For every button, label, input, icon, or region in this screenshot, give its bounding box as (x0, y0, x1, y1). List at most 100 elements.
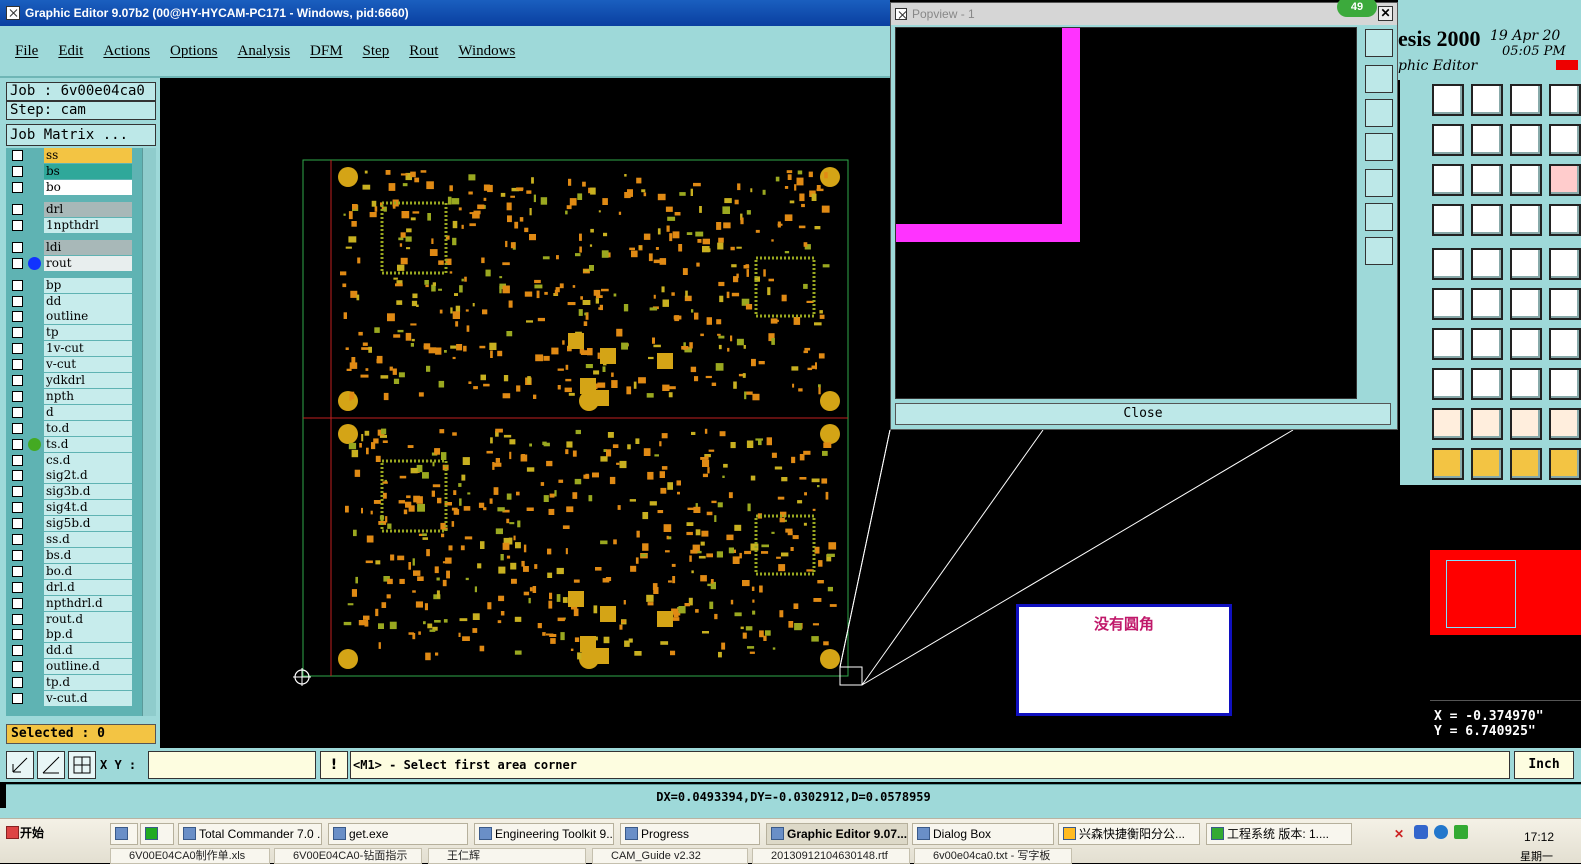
layer-checkbox[interactable] (12, 486, 23, 498)
tool-triangle-a-icon[interactable] (1432, 408, 1464, 440)
clock-time[interactable]: 17:12 (1524, 830, 1555, 844)
layer-row-npth[interactable]: npth (6, 388, 142, 404)
layer-checkbox[interactable] (12, 438, 23, 450)
job-matrix-button[interactable]: Job Matrix ... (6, 124, 156, 146)
layer-checkbox[interactable] (12, 311, 23, 323)
layer-row-drl.d[interactable]: drl.d (6, 579, 142, 595)
tool-pan-icon[interactable] (1471, 164, 1503, 196)
start-button[interactable]: 开始 (2, 823, 50, 845)
layer-row-sig4t.d[interactable]: sig4t.d (6, 500, 142, 516)
tray-bluetooth-icon[interactable] (1434, 825, 1448, 839)
tool-spare6-icon[interactable] (1549, 288, 1581, 320)
layer-checkbox[interactable] (12, 470, 23, 482)
layer-checkbox[interactable] (12, 534, 23, 545)
tool-node-icon[interactable] (1432, 288, 1464, 320)
tool-home-icon[interactable] (1510, 84, 1542, 116)
tool-dash-icon[interactable] (1471, 368, 1503, 400)
layer-checkbox[interactable] (12, 406, 23, 418)
tool-undo-icon[interactable] (1510, 124, 1542, 156)
layer-row-bo[interactable]: bo (6, 180, 142, 195)
menu-analysis[interactable]: Analysis (237, 42, 291, 59)
layer-checkbox[interactable] (12, 549, 23, 561)
tool-dimension-icon[interactable] (1510, 368, 1542, 400)
zoom-area-icon[interactable] (6, 751, 34, 779)
layer-checkbox[interactable] (12, 279, 23, 291)
layer-checkbox[interactable] (12, 629, 23, 641)
tool-line-icon[interactable] (1471, 248, 1503, 280)
tool-scale-icon[interactable] (1510, 164, 1542, 196)
layer-checkbox[interactable] (12, 359, 23, 371)
task-get-exe[interactable]: get.exe (328, 823, 468, 845)
layer-checkbox[interactable] (12, 241, 23, 253)
tool-spare5-icon[interactable] (1549, 248, 1581, 280)
popview-zoom-in-icon[interactable] (1365, 203, 1393, 231)
layer-row-sig3b.d[interactable]: sig3b.d (6, 484, 142, 500)
tool-select-icon[interactable] (1432, 248, 1464, 280)
layer-checkbox[interactable] (12, 390, 23, 402)
layer-row-npthdrl.d[interactable]: npthdrl.d (6, 595, 142, 611)
layer-checkbox[interactable] (12, 613, 23, 625)
task-total-commander[interactable]: Total Commander 7.0 ... (178, 823, 322, 845)
tray-network-icon[interactable] (1414, 825, 1428, 839)
tool-pad-icon[interactable] (1432, 368, 1464, 400)
layer-row-rout[interactable]: rout (6, 255, 142, 271)
task-row2-2[interactable]: 6V00E04CA0-钻面指示 (274, 848, 422, 864)
menu-options[interactable]: Options (170, 42, 218, 59)
layer-checkbox[interactable] (12, 502, 23, 514)
popview-zoom-home-icon[interactable] (1365, 29, 1393, 57)
tray-x-icon[interactable]: ✕ (1394, 827, 1405, 841)
layer-row-tp[interactable]: tp (6, 325, 142, 341)
layer-checkbox[interactable] (12, 422, 23, 434)
tool-curve-icon[interactable] (1510, 328, 1542, 360)
tool-spare2-icon[interactable] (1549, 124, 1581, 156)
layer-row-ts.d[interactable]: ts.d (6, 436, 142, 452)
task-row2-5[interactable]: 20130912104630148.rtf (752, 848, 910, 864)
quicklaunch-icon-2[interactable] (140, 823, 174, 845)
popview-close-button[interactable]: Close (895, 403, 1391, 425)
tool-layer-down-icon[interactable] (1471, 84, 1503, 116)
layer-row-1v-cut[interactable]: 1v-cut (6, 341, 142, 357)
layer-checkbox[interactable] (12, 375, 23, 386)
layer-checkbox[interactable] (12, 166, 23, 177)
tool-arrow-a-icon[interactable] (1432, 448, 1464, 480)
graphic-canvas[interactable] (160, 78, 890, 748)
layer-row-v-cut.d[interactable]: v-cut.d (6, 691, 142, 706)
layer-row-cs.d[interactable]: cs.d (6, 452, 142, 468)
popview-pan-right-icon[interactable] (1365, 169, 1393, 197)
menu-actions[interactable]: Actions (103, 42, 151, 59)
layer-row-bo.d[interactable]: bo.d (6, 563, 142, 579)
layer-row-drl[interactable]: drl (6, 202, 142, 217)
layer-row-rout.d[interactable]: rout.d (6, 611, 142, 627)
layer-checkbox[interactable] (12, 295, 23, 307)
tool-slope-icon[interactable] (1432, 328, 1464, 360)
tool-spare8-icon[interactable] (1549, 368, 1581, 400)
tool-spare1-icon[interactable] (1549, 84, 1581, 116)
task-row2-4[interactable]: CAM_Guide v2.32 (592, 848, 748, 864)
popview-pan-left-icon[interactable] (1365, 133, 1393, 161)
task-chat[interactable]: 兴森快捷衡阳分公... (1058, 823, 1200, 845)
layer-checkbox[interactable] (12, 327, 23, 339)
tool-settings-icon[interactable] (1432, 204, 1464, 236)
layer-row-d[interactable]: d (6, 404, 142, 420)
layer-row-ydkdrl[interactable]: ydkdrl (6, 373, 142, 388)
layer-row-sig5b.d[interactable]: sig5b.d (6, 516, 142, 532)
tool-grid-icon[interactable] (1471, 204, 1503, 236)
tool-measure-icon[interactable] (1510, 248, 1542, 280)
xy-input[interactable] (148, 751, 316, 779)
tool-layer-up-icon[interactable] (1432, 84, 1464, 116)
tool-spare3-icon[interactable] (1549, 164, 1581, 196)
menu-rout[interactable]: Rout (409, 42, 439, 59)
layer-checkbox[interactable] (12, 343, 23, 355)
layer-row-ldi[interactable]: ldi (6, 239, 142, 255)
task-row2-6[interactable]: 6v00e04ca0.txt - 写字板 (914, 848, 1072, 864)
layer-row-bp[interactable]: bp (6, 277, 142, 293)
layer-checkbox[interactable] (12, 581, 23, 593)
tool-right-icon[interactable] (1471, 124, 1503, 156)
layer-checkbox[interactable] (12, 645, 23, 657)
popview-pan-down-icon[interactable] (1365, 99, 1393, 127)
layer-row-ss[interactable]: ss (6, 148, 142, 163)
tool-left-icon[interactable] (1432, 124, 1464, 156)
tool-fit-icon[interactable] (1432, 164, 1464, 196)
task-engineering-system[interactable]: 工程系统 版本: 1.... (1206, 823, 1352, 845)
layer-row-dd.d[interactable]: dd.d (6, 643, 142, 659)
